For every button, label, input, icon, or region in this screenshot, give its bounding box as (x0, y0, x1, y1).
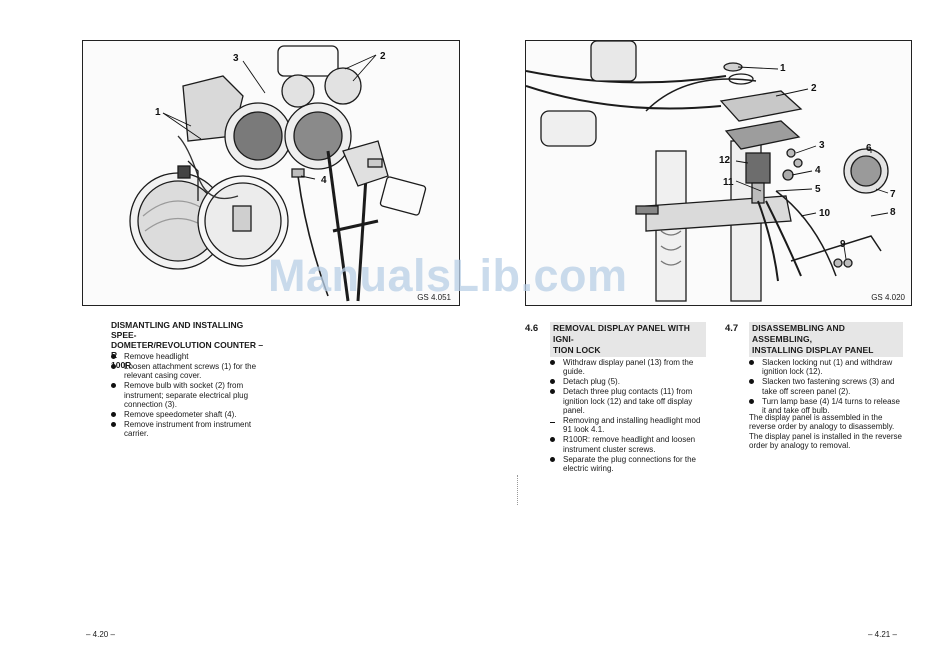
installation-note: The display panel is installed in the re… (749, 432, 902, 451)
list-item: Slacken two fastening screws (3) and tak… (749, 377, 904, 396)
section-number: 4.7 (725, 323, 739, 334)
left-page: 1 2 3 4 GS 4.051 DISMANTLING AND INSTALL… (82, 40, 460, 639)
bullet-icon (749, 398, 754, 404)
bullet-icon (550, 456, 555, 462)
heading-line: 100R (111, 360, 132, 370)
step-text: Detach plug (5). (563, 377, 620, 387)
callout-2: 2 (380, 51, 386, 62)
list-item: R100R: remove headlight and loosen instr… (550, 435, 705, 454)
section-title: REMOVAL DISPLAY PANEL WITH IGNI- TION LO… (550, 322, 706, 357)
callout-1: 1 (780, 63, 786, 74)
step-text: Removing and installing headlight mod 91… (563, 415, 701, 435)
page-gutter (517, 475, 519, 505)
title-line: INSTALLING DISPLAY PANEL (752, 345, 874, 355)
bullet-icon (111, 363, 116, 369)
heading-line: DISMANTLING AND INSTALLING SPEE- (111, 320, 244, 340)
assembly-note: The display panel is assembled in the re… (749, 413, 895, 432)
callout-4: 4 (815, 165, 821, 176)
list-item: Loosen attachment screws (1) for the rel… (111, 362, 267, 381)
list-item: Removing and installing headlight mod 91… (550, 416, 705, 435)
section-number: 4.6 (525, 323, 539, 334)
display-panel-illustration: 1 2 3 4 5 6 7 8 9 10 11 12 (526, 41, 896, 302)
callout-1: 1 (155, 107, 161, 118)
step-list: Slacken locking nut (1) and withdraw ign… (749, 358, 904, 416)
figure-code: GS 4.051 (417, 293, 451, 302)
title-line: REMOVAL DISPLAY PANEL WITH IGNI- (553, 323, 691, 344)
step-list: Withdraw display panel (13) from the gui… (550, 358, 705, 474)
step-text: Slacken two fastening screws (3) and tak… (762, 377, 895, 396)
list-item: Separate the plug connections for the el… (550, 455, 705, 474)
step-text: R100R: remove headlight and loosen instr… (563, 435, 696, 454)
callout-12: 12 (719, 155, 731, 166)
page-number: – 4.21 – (868, 630, 897, 639)
callout-11: 11 (723, 177, 734, 188)
list-item: Detach plug (5). (550, 377, 705, 386)
step-text: Loosen attachment screws (1) for the rel… (124, 361, 257, 381)
step-text: Remove speedometer shaft (4). (124, 409, 237, 419)
bullet-icon (550, 360, 555, 365)
list-item: Remove speedometer shaft (4). (111, 410, 267, 419)
step-text: Turn lamp base (4) 1/4 turns to release … (762, 396, 900, 416)
page-number: – 4.20 – (86, 630, 115, 639)
bullet-icon (550, 379, 555, 385)
display-panel-figure: 1 2 3 4 5 6 7 8 9 10 11 12 GS 4.020 (525, 40, 912, 306)
callout-2: 2 (811, 83, 817, 94)
list-item: Detach three plug contacts (11) from ign… (550, 387, 705, 415)
step-list: Remove headlight Loosen attachment screw… (111, 352, 267, 439)
bullet-icon (111, 411, 116, 417)
list-item: Slacken locking nut (1) and withdraw ign… (749, 358, 904, 377)
list-item: Withdraw display panel (13) from the gui… (550, 358, 705, 377)
step-text: Remove headlight (124, 352, 189, 361)
step-text: Remove instrument from instrument carrie… (124, 419, 252, 439)
bullet-icon (550, 437, 555, 443)
list-item: Remove headlight (111, 352, 267, 361)
list-item: Remove instrument from instrument carrie… (111, 420, 267, 439)
title-line: DISASSEMBLING AND ASSEMBLING, (752, 323, 846, 344)
section-title: DISASSEMBLING AND ASSEMBLING, INSTALLING… (749, 322, 903, 357)
title-line: TION LOCK (553, 345, 601, 355)
bullet-icon (749, 360, 754, 365)
bullet-icon (749, 379, 754, 385)
speedometer-illustration: 1 2 3 4 (129, 45, 427, 302)
callout-4: 4 (321, 175, 327, 186)
callout-3: 3 (233, 53, 239, 64)
list-item: Remove bulb with socket (2) from instrum… (111, 381, 267, 409)
bullet-icon (550, 389, 555, 395)
callout-7: 7 (890, 189, 896, 200)
callout-5: 5 (815, 184, 821, 195)
step-text: Slacken locking nut (1) and withdraw ign… (762, 358, 893, 377)
callout-6: 6 (866, 143, 872, 154)
bullet-icon (111, 421, 116, 427)
bullet-icon (111, 354, 116, 359)
callout-9: 9 (840, 239, 846, 250)
dash-icon (550, 421, 555, 423)
callout-3: 3 (819, 140, 825, 151)
callout-10: 10 (819, 208, 831, 219)
step-text: Detach three plug contacts (11) from ign… (563, 387, 693, 416)
figure-code: GS 4.020 (871, 293, 905, 302)
list-item: Turn lamp base (4) 1/4 turns to release … (749, 397, 904, 416)
step-text: Remove bulb with socket (2) from instrum… (124, 381, 249, 410)
step-text: Separate the plug connections for the el… (563, 454, 696, 473)
right-page: 1 2 3 4 5 6 7 8 9 10 11 12 GS 4.020 4.6 … (475, 0, 950, 659)
step-text: Withdraw display panel (13) from the gui… (563, 358, 694, 377)
callout-8: 8 (890, 207, 896, 218)
watermark-logo: ManualsLib.com (268, 250, 628, 301)
bullet-icon (111, 383, 116, 389)
speedometer-figure: 1 2 3 4 GS 4.051 (82, 40, 460, 306)
